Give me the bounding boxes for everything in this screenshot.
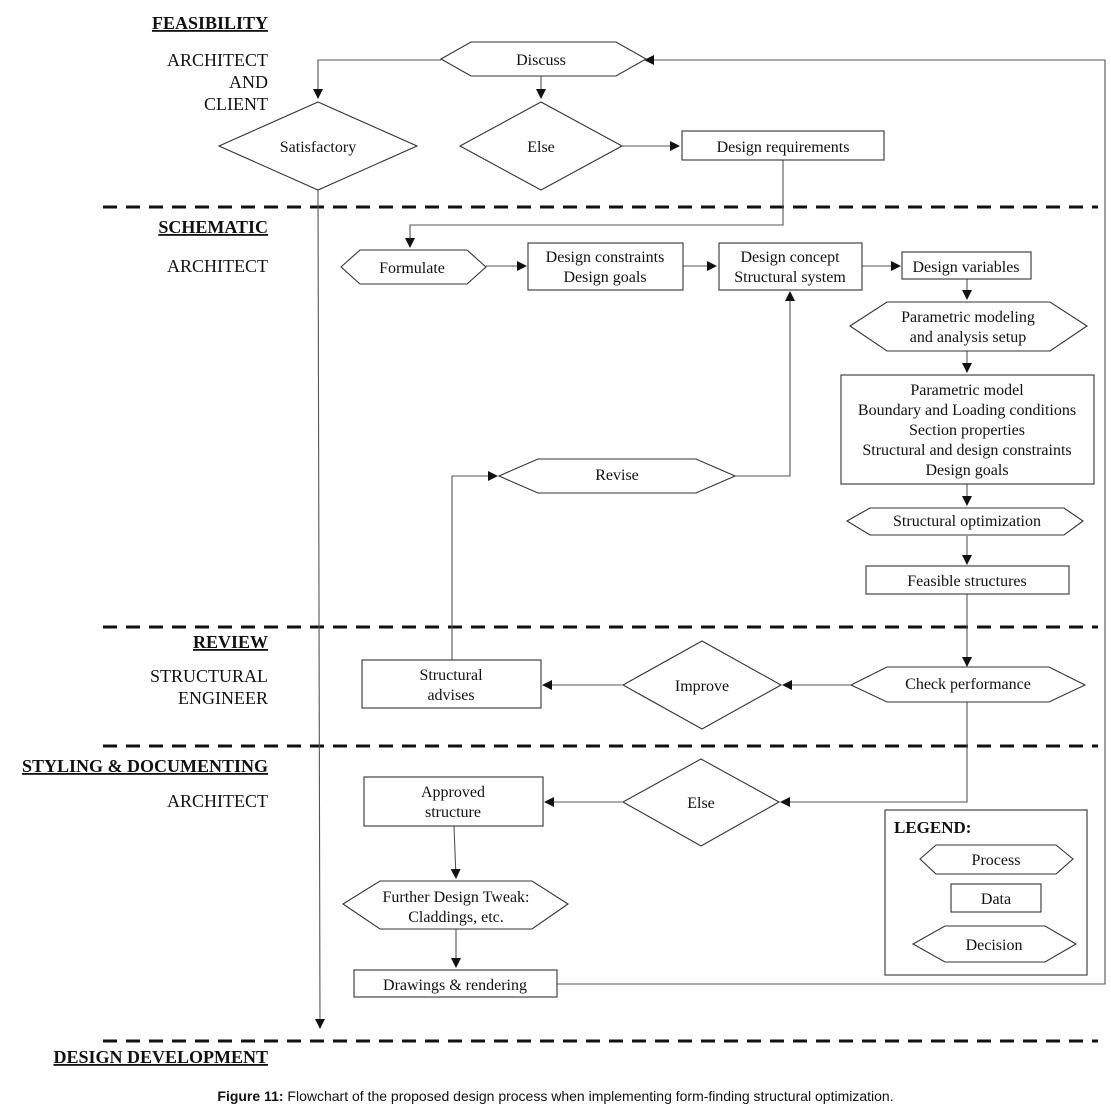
parametric-model-data-shape — [840, 374, 1095, 485]
check-performance-process-shape — [849, 666, 1087, 703]
else-styling-decision-shape — [621, 758, 781, 847]
formulate-process-shape — [340, 249, 487, 285]
design-tweak-line-2: Claddings, etc. — [408, 909, 504, 926]
constraints-goals-line-1: Design constraints — [546, 249, 665, 266]
role-feasibility-line-3: CLIENT — [204, 94, 268, 114]
stage-title-feasibility: FEASIBILITY — [152, 13, 268, 33]
legend: LEGEND: Process Data Decision — [884, 809, 1088, 976]
satisfactory-label: Satisfactory — [280, 139, 356, 156]
edge-check-to-else — [780, 702, 968, 807]
stage-title-review: REVIEW — [193, 632, 268, 652]
design-tweak-line-1: Further Design Tweak: — [383, 889, 530, 906]
parametric-model-line-1: Parametric model — [910, 382, 1024, 399]
discuss-label: Discuss — [516, 52, 566, 69]
parametric-setup-line-2: and analysis setup — [910, 329, 1026, 346]
legend-data-shape — [950, 883, 1042, 913]
edge-satisfactory-to-development — [314, 189, 325, 1029]
flowchart-canvas: FEASIBILITY SCHEMATIC REVIEW STYLING & D… — [22, 13, 1106, 1067]
legend-title: LEGEND: — [894, 818, 971, 837]
discuss-process-shape — [439, 41, 648, 77]
feasible-structures-data-shape — [865, 565, 1070, 595]
design-variables-data-shape — [901, 251, 1032, 280]
edge-drawings-to-discuss — [557, 55, 1106, 985]
constraints-goals-line-2: Design goals — [563, 269, 646, 286]
structural-optimization-label: Structural optimization — [893, 513, 1041, 530]
figure-caption-text: Flowchart of the proposed design process… — [283, 1088, 894, 1104]
role-schematic-line-1: ARCHITECT — [167, 256, 268, 276]
legend-decision-label: Decision — [966, 937, 1023, 954]
parametric-model-line-5: Design goals — [925, 462, 1008, 479]
approved-structure-line-1: Approved — [421, 784, 485, 801]
structural-advises-line-1: Structural — [419, 667, 483, 684]
edge-discuss-to-satisfactory — [313, 59, 441, 99]
concept-system-line-1: Design concept — [740, 249, 840, 266]
parametric-model-line-3: Section properties — [909, 422, 1025, 439]
satisfactory-decision-shape — [217, 101, 419, 191]
edge-requirements-to-formulate — [405, 160, 784, 248]
drawings-rendering-data-shape — [353, 969, 558, 998]
approved-structure-data-shape — [363, 776, 544, 827]
else-styling-label: Else — [687, 795, 715, 812]
else-feasibility-decision-shape — [458, 101, 624, 191]
else-feasibility-label: Else — [527, 139, 555, 156]
revise-label: Revise — [595, 467, 639, 484]
role-review-line-2: ENGINEER — [178, 688, 268, 708]
revise-process-shape — [497, 458, 737, 494]
stage-title-development: DESIGN DEVELOPMENT — [53, 1047, 268, 1067]
feasible-structures-label: Feasible structures — [907, 573, 1027, 590]
design-requirements-label: Design requirements — [717, 139, 850, 156]
drawings-rendering-label: Drawings & rendering — [383, 977, 527, 994]
improve-label: Improve — [675, 678, 729, 695]
edge-approved-to-tweak — [450, 825, 461, 879]
parametric-model-line-4: Structural and design constraints — [862, 442, 1071, 459]
legend-decision-shape — [911, 925, 1078, 963]
parametric-setup-line-1: Parametric modeling — [901, 309, 1035, 326]
legend-process-label: Process — [972, 852, 1021, 869]
figure-caption-label: Figure 11: — [217, 1088, 284, 1104]
structural-optimization-process-shape — [845, 507, 1084, 536]
design-variables-label: Design variables — [912, 259, 1019, 276]
design-tweak-process-shape — [341, 880, 569, 930]
stage-title-styling: STYLING & DOCUMENTING — [22, 756, 268, 776]
structural-advises-line-2: advises — [427, 687, 474, 704]
legend-process-shape — [919, 844, 1074, 875]
design-requirements-data-shape — [681, 130, 885, 161]
concept-system-data-shape — [718, 242, 863, 291]
approved-structure-line-2: structure — [425, 804, 481, 821]
structural-advises-data-shape — [361, 659, 542, 709]
edge-advises-to-revise — [451, 471, 498, 660]
formulate-label: Formulate — [379, 260, 445, 277]
legend-data-label: Data — [981, 891, 1011, 908]
stage-title-schematic: SCHEMATIC — [158, 217, 268, 237]
parametric-setup-process-shape — [849, 301, 1088, 352]
role-styling-line-1: ARCHITECT — [167, 791, 268, 811]
figure-caption: Figure 11: Flowchart of the proposed des… — [0, 1088, 1111, 1104]
check-performance-label: Check performance — [905, 676, 1031, 693]
role-review-line-1: STRUCTURAL — [150, 666, 268, 686]
role-feasibility-line-1: ARCHITECT — [167, 50, 268, 70]
role-feasibility-line-2: AND — [229, 72, 268, 92]
edge-revise-to-concept — [735, 291, 795, 477]
concept-system-line-2: Structural system — [734, 269, 846, 286]
improve-decision-shape — [621, 640, 783, 730]
constraints-goals-data-shape — [527, 242, 684, 291]
parametric-model-line-2: Boundary and Loading conditions — [858, 402, 1076, 419]
